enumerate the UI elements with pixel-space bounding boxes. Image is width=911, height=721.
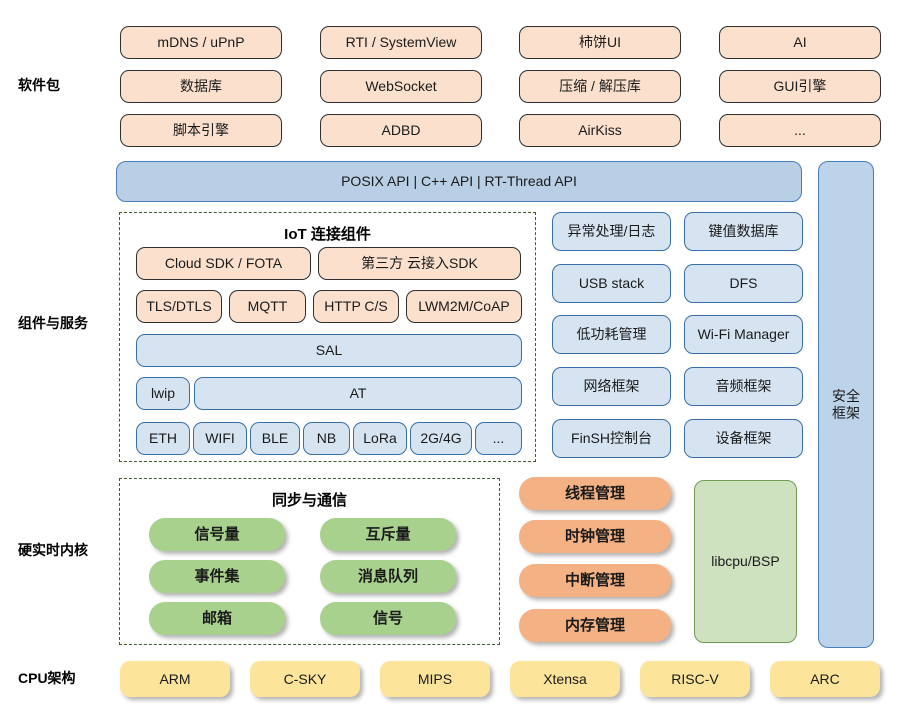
cpu-arch-box[interactable]: ARM [120, 661, 230, 697]
row-label-software-packages: 软件包 [18, 77, 60, 93]
iot-group-frame: IoT 连接组件 [119, 212, 536, 462]
row-label-hard-realtime-kernel: 硬实时内核 [18, 542, 88, 558]
component-box[interactable]: 异常处理/日志 [552, 212, 671, 251]
iot-link-box[interactable]: ... [475, 422, 522, 455]
iot-sal-box[interactable]: SAL [136, 334, 522, 367]
kernel-sync-box[interactable]: 信号 [320, 602, 456, 635]
component-box[interactable]: DFS [684, 264, 803, 303]
cpu-arch-box[interactable]: ARC [770, 661, 880, 697]
component-box[interactable]: USB stack [552, 264, 671, 303]
component-box[interactable]: 设备框架 [684, 419, 803, 458]
sync-group-frame: 同步与通信 [119, 478, 500, 645]
component-box[interactable]: 网络框架 [552, 367, 671, 406]
sync-group-title: 同步与通信 [271, 492, 347, 509]
package-box[interactable]: GUI引擎 [719, 70, 881, 103]
package-box[interactable]: RTI / SystemView [320, 26, 482, 59]
kernel-management-box[interactable]: 时钟管理 [519, 520, 671, 553]
security-framework-line1: 安全 [832, 387, 860, 404]
component-box[interactable]: 低功耗管理 [552, 315, 671, 354]
cpu-arch-box[interactable]: Xtensa [510, 661, 620, 697]
kernel-sync-box[interactable]: 互斥量 [320, 518, 456, 551]
iot-link-box[interactable]: 2G/4G [410, 422, 472, 455]
security-framework-line2: 框架 [832, 404, 860, 421]
package-box[interactable]: AirKiss [519, 114, 681, 147]
cpu-arch-box[interactable]: RISC-V [640, 661, 750, 697]
kernel-management-box[interactable]: 内存管理 [519, 609, 671, 642]
kernel-management-box[interactable]: 线程管理 [519, 477, 671, 510]
iot-link-box[interactable]: WIFI [193, 422, 247, 455]
row-label-cpu-architecture: CPU架构 [18, 670, 76, 686]
package-box[interactable]: 数据库 [120, 70, 282, 103]
component-box[interactable]: Wi-Fi Manager [684, 315, 803, 354]
component-box[interactable]: 键值数据库 [684, 212, 803, 251]
iot-protocol-box[interactable]: MQTT [229, 290, 306, 323]
component-box[interactable]: FinSH控制台 [552, 419, 671, 458]
kernel-sync-box[interactable]: 消息队列 [320, 560, 456, 593]
package-box[interactable]: ... [719, 114, 881, 147]
row-label-components-services: 组件与服务 [18, 315, 88, 331]
kernel-management-box[interactable]: 中断管理 [519, 564, 671, 597]
security-framework-column[interactable]: 安全 框架 [818, 161, 874, 648]
package-box[interactable]: 压缩 / 解压库 [519, 70, 681, 103]
iot-at-box[interactable]: AT [194, 377, 522, 410]
iot-link-box[interactable]: NB [303, 422, 350, 455]
iot-group-title: IoT 连接组件 [284, 226, 371, 243]
package-box[interactable]: WebSocket [320, 70, 482, 103]
iot-cloud-box[interactable]: 第三方 云接入SDK [318, 247, 521, 280]
package-box[interactable]: mDNS / uPnP [120, 26, 282, 59]
kernel-sync-box[interactable]: 信号量 [149, 518, 285, 551]
iot-lwip-box[interactable]: lwip [136, 377, 190, 410]
package-box[interactable]: AI [719, 26, 881, 59]
iot-link-box[interactable]: ETH [136, 422, 190, 455]
api-bar[interactable]: POSIX API | C++ API | RT-Thread API [116, 161, 802, 202]
iot-link-box[interactable]: BLE [250, 422, 300, 455]
iot-protocol-box[interactable]: TLS/DTLS [136, 290, 222, 323]
cpu-arch-box[interactable]: C-SKY [250, 661, 360, 697]
iot-link-box[interactable]: LoRa [353, 422, 407, 455]
component-box[interactable]: 音频框架 [684, 367, 803, 406]
iot-protocol-box[interactable]: LWM2M/CoAP [406, 290, 522, 323]
package-box[interactable]: 柿饼UI [519, 26, 681, 59]
kernel-sync-box[interactable]: 邮箱 [149, 602, 285, 635]
package-box[interactable]: 脚本引擎 [120, 114, 282, 147]
kernel-sync-box[interactable]: 事件集 [149, 560, 285, 593]
iot-protocol-box[interactable]: HTTP C/S [313, 290, 399, 323]
iot-cloud-box[interactable]: Cloud SDK / FOTA [136, 247, 311, 280]
libcpu-bsp-box[interactable]: libcpu/BSP [694, 480, 797, 643]
package-box[interactable]: ADBD [320, 114, 482, 147]
cpu-arch-box[interactable]: MIPS [380, 661, 490, 697]
